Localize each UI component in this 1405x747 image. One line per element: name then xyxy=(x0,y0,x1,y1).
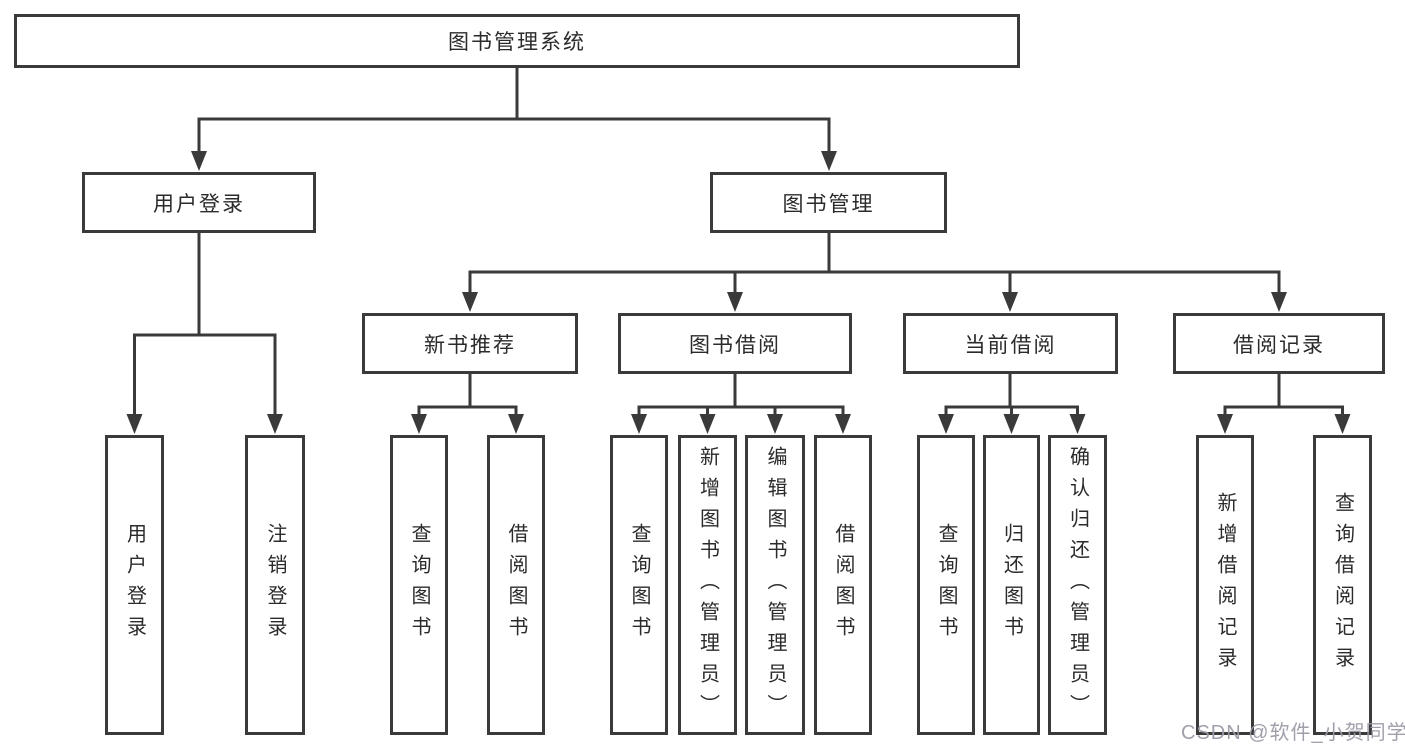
node-book-borrow: 图书借阅 xyxy=(618,313,852,374)
node-borrow-records: 借阅记录 xyxy=(1173,313,1385,374)
leaf-query-books-borrow-label: 查询图书 xyxy=(628,523,650,647)
node-user-login-branch-label: 用户登录 xyxy=(153,192,245,216)
leaf-logout: 注销登录 xyxy=(245,435,305,735)
node-root: 图书管理系统 xyxy=(14,14,1020,68)
leaf-add-book-admin: 新增图书（管理员） xyxy=(678,435,737,735)
arrowheads xyxy=(126,151,1351,434)
leaf-edit-book-admin: 编辑图书（管理员） xyxy=(745,435,805,735)
leaf-query-borrow-record: 查询借阅记录 xyxy=(1313,435,1372,735)
node-book-management-branch: 图书管理 xyxy=(710,172,947,233)
leaf-confirm-return-admin-label: 确认归还（管理员） xyxy=(1066,445,1089,725)
branch-lines xyxy=(133,68,1344,420)
leaf-query-books-recommend: 查询图书 xyxy=(390,435,448,735)
leaf-query-books-recommend-label: 查询图书 xyxy=(408,523,430,647)
leaf-return-book-label: 归还图书 xyxy=(1000,523,1023,647)
leaf-borrow-books-recommend: 借阅图书 xyxy=(487,435,545,735)
node-current-borrow-label: 当前借阅 xyxy=(964,333,1057,357)
csdn-watermark: CSDN @软件_小贺同学 xyxy=(1181,722,1405,744)
node-new-book-recommend-label: 新书推荐 xyxy=(424,333,516,357)
node-new-book-recommend: 新书推荐 xyxy=(362,313,578,374)
leaf-borrow-books-recommend-label: 借阅图书 xyxy=(505,523,527,647)
leaf-borrow-books: 借阅图书 xyxy=(814,435,872,735)
leaf-return-book: 归还图书 xyxy=(983,435,1040,735)
node-book-borrow-label: 图书借阅 xyxy=(689,333,781,357)
node-current-borrow: 当前借阅 xyxy=(903,313,1118,374)
leaf-borrow-books-label: 借阅图书 xyxy=(832,523,854,647)
leaf-add-book-admin-label: 新增图书（管理员） xyxy=(696,445,719,725)
leaf-query-borrow-record-label: 查询借阅记录 xyxy=(1331,492,1354,678)
node-borrow-records-label: 借阅记录 xyxy=(1233,333,1325,357)
leaf-edit-book-admin-label: 编辑图书（管理员） xyxy=(764,445,786,725)
leaf-user-login-label: 用户登录 xyxy=(123,523,146,647)
leaf-logout-label: 注销登录 xyxy=(264,523,286,647)
leaf-user-login: 用户登录 xyxy=(105,435,164,735)
node-book-management-branch-label: 图书管理 xyxy=(782,192,875,216)
node-root-label: 图书管理系统 xyxy=(448,31,586,54)
leaf-add-borrow-record-label: 新增借阅记录 xyxy=(1214,492,1236,678)
node-user-login-branch: 用户登录 xyxy=(82,172,316,233)
leaf-add-borrow-record: 新增借阅记录 xyxy=(1196,435,1254,735)
leaf-query-books-current: 查询图书 xyxy=(917,435,975,735)
leaf-query-books-current-label: 查询图书 xyxy=(935,523,957,647)
leaf-query-books-borrow: 查询图书 xyxy=(610,435,668,735)
leaf-confirm-return-admin: 确认归还（管理员） xyxy=(1048,435,1107,735)
